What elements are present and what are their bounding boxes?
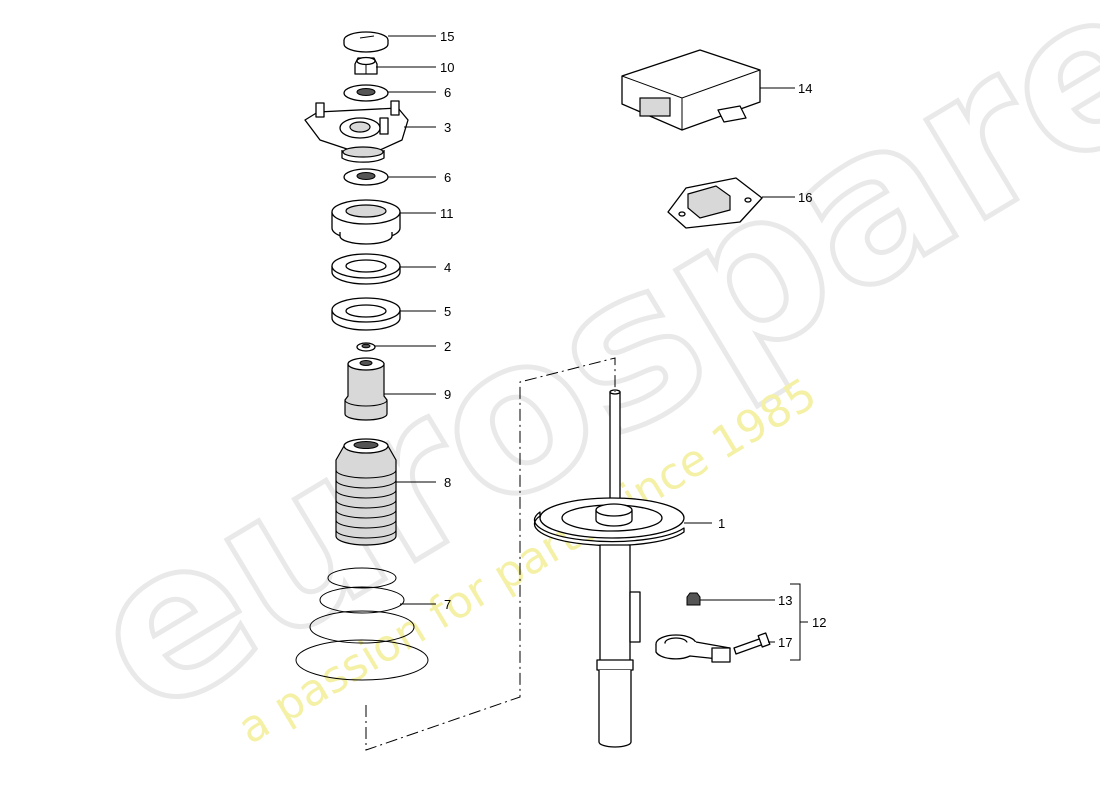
label-14: 14: [798, 81, 812, 96]
label-3: 3: [444, 120, 451, 135]
label-11: 11: [440, 206, 454, 221]
part-5-spring-seat: [331, 297, 401, 331]
assembly-dashed-line: [365, 357, 616, 751]
part-7-coil-spring: [295, 567, 429, 681]
part-2-small-washer: [356, 342, 376, 352]
label-6-upper: 6: [444, 85, 451, 100]
label-8: 8: [444, 475, 451, 490]
part-labels: 15 10 6 3 6 11 4 5 2 9 8 7 1 14 16 13 17…: [440, 29, 826, 650]
label-4: 4: [444, 260, 451, 275]
label-13: 13: [778, 593, 792, 608]
label-7: 7: [444, 597, 451, 612]
label-10: 10: [440, 60, 454, 75]
label-6-lower: 6: [444, 170, 451, 185]
part-6-washer-lower: [343, 168, 389, 186]
part-3-top-mount: [304, 100, 409, 163]
part-1-strut: [533, 389, 685, 748]
label-15: 15: [440, 29, 454, 44]
label-9: 9: [444, 387, 451, 402]
part-6-washer-upper: [343, 84, 389, 102]
label-12: 12: [812, 615, 826, 630]
leader-lines: [375, 35, 808, 661]
part-9-bump-stop: [344, 357, 388, 421]
part-11-bearing: [331, 199, 401, 245]
label-2: 2: [444, 339, 451, 354]
part-14-control-unit: [621, 49, 761, 131]
part-16-sensor: [667, 177, 763, 229]
part-4-spring-pad: [331, 253, 401, 285]
part-12-clamp: [655, 634, 731, 663]
part-10-nut: [354, 56, 378, 75]
part-15-cap: [343, 31, 389, 53]
part-13-nut: [686, 592, 701, 606]
label-1: 1: [718, 516, 725, 531]
label-17: 17: [778, 635, 792, 650]
label-5: 5: [444, 304, 451, 319]
part-17-bolt: [733, 632, 771, 655]
watermark-brand: eurospares: [50, 0, 1100, 763]
label-16: 16: [798, 190, 812, 205]
watermark: eurospares a passion for parts since 198…: [47, 0, 1100, 765]
part-8-dust-boot: [335, 438, 397, 546]
